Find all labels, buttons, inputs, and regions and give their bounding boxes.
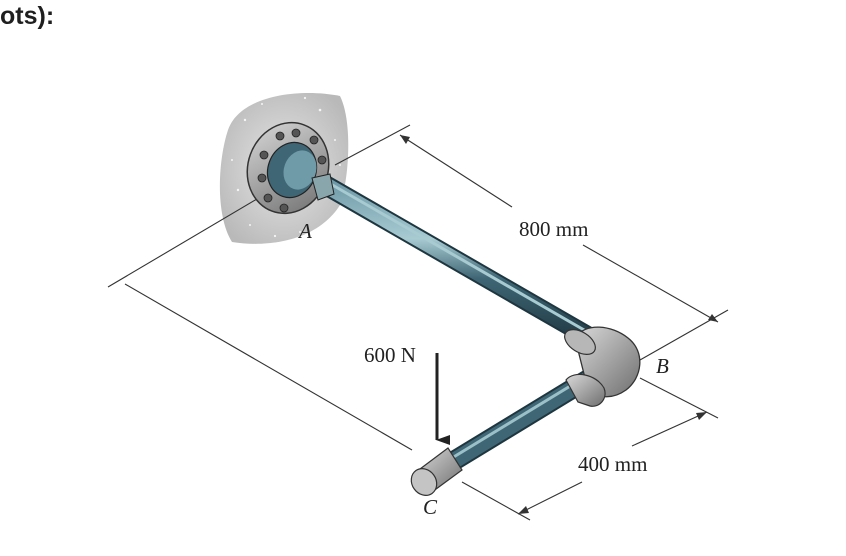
wall-texture [231,96,341,238]
point-b-label: B [656,354,669,378]
pipe-segment-ab [312,173,608,352]
pipe-segment-bc [442,368,600,472]
problem-header-fragment: ots): [0,2,55,30]
flange-a [246,121,335,215]
dimension-800mm [107,124,729,451]
dimension-400mm-label: 400 mm [578,452,647,476]
force-label: 600 N [364,343,416,367]
elbow-b [564,326,641,407]
dimension-400mm [461,377,719,521]
flange-bolts [257,128,327,213]
dimension-800mm-label: 800 mm [519,217,588,241]
end-cap-c [410,447,463,496]
point-c-label: C [423,495,438,519]
point-a-label: A [297,219,312,243]
